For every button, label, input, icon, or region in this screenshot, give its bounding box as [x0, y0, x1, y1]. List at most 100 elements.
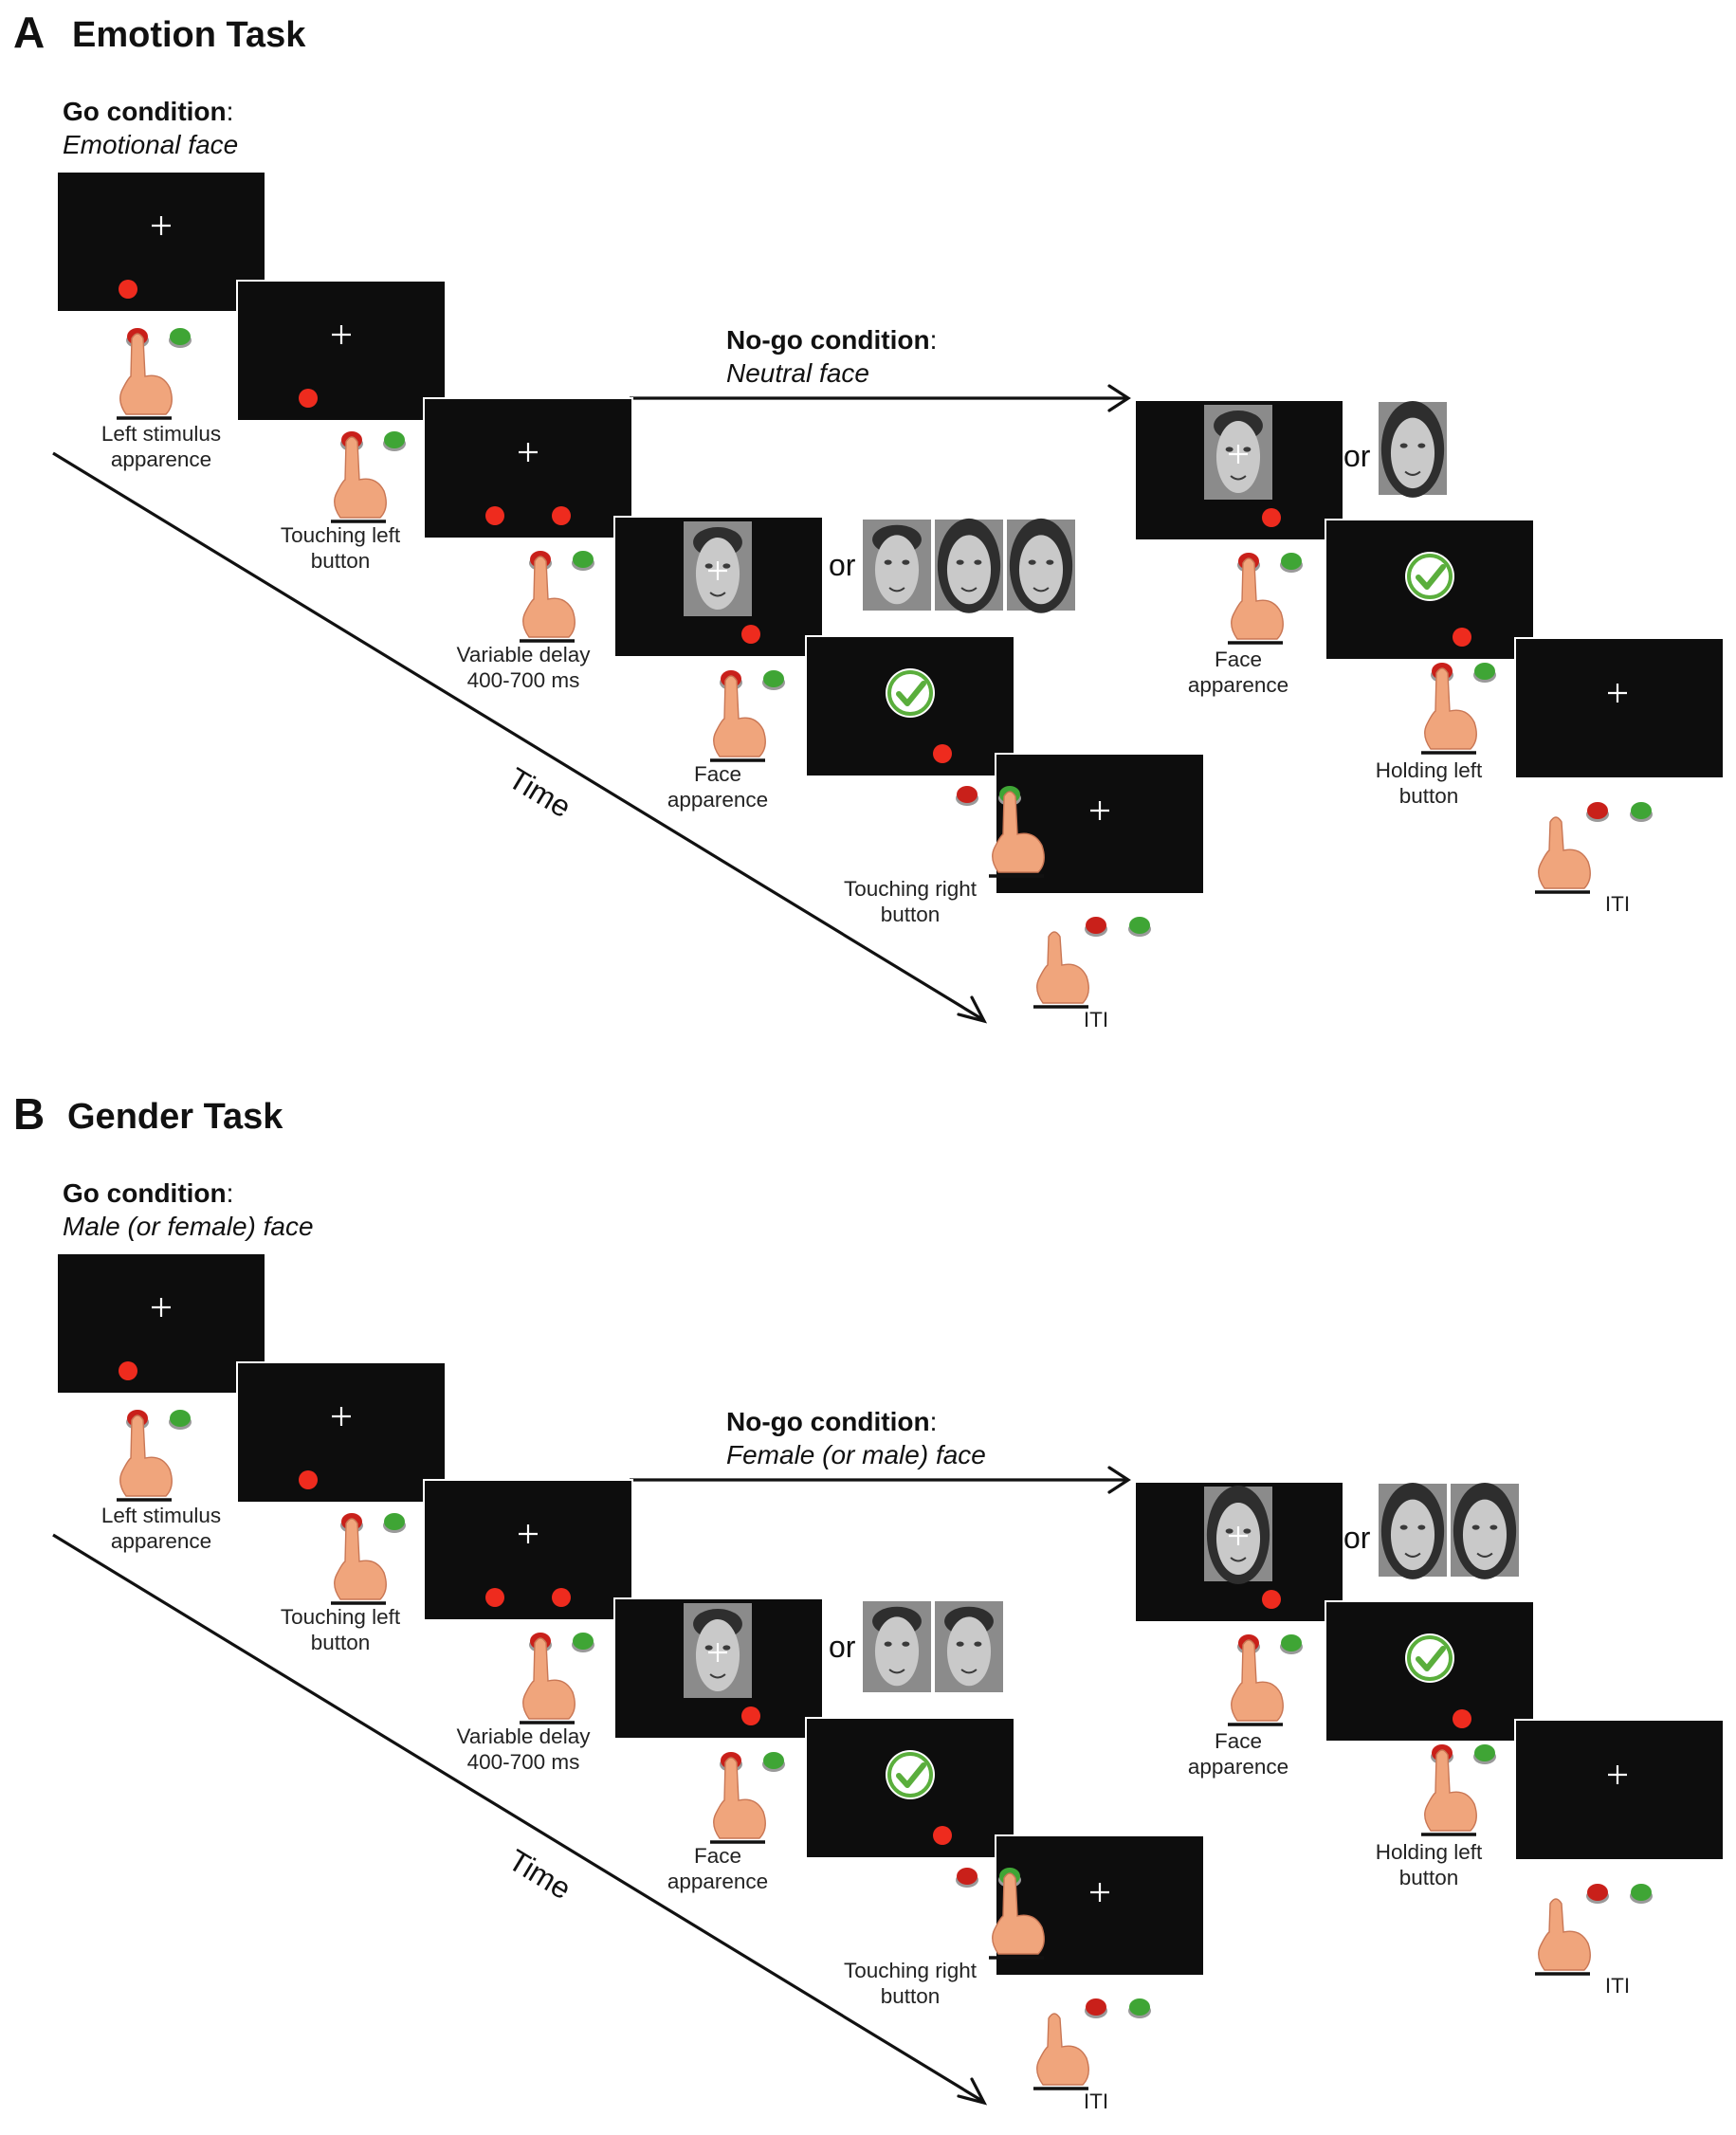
pointing-hand-icon	[1036, 2013, 1089, 2086]
stimulus-dot	[933, 1826, 952, 1845]
nogo-condition-label: No-go condition	[726, 1407, 930, 1436]
face-mouth	[1230, 1557, 1247, 1562]
face-eye	[1489, 1524, 1498, 1530]
green-button-icon	[1281, 553, 1302, 570]
green-button-icon	[1631, 802, 1652, 819]
or-label: or	[1343, 439, 1371, 473]
checkmark-icon	[1416, 1646, 1446, 1671]
nogo-screen-1	[1134, 1481, 1344, 1623]
face-eye	[974, 1641, 982, 1647]
go-screen-5	[805, 1717, 1015, 1859]
pointing-hand-icon	[119, 333, 173, 415]
green-button-icon	[763, 1752, 784, 1769]
green-button-icon	[384, 1513, 405, 1530]
face-mouth	[888, 1669, 905, 1674]
stimulus-dot	[485, 506, 504, 525]
go-screen-4	[613, 1597, 824, 1740]
stimulus-dot	[1453, 1709, 1471, 1728]
time-arrow-line	[52, 1533, 983, 2103]
check-ring	[887, 1752, 933, 1797]
step-label-s6: ITI	[1084, 2089, 1108, 2113]
check-badge-icon	[886, 668, 935, 718]
check-ring	[887, 670, 933, 716]
go-condition-heading: Go condition:	[63, 1178, 233, 1208]
go-condition-subtitle: Emotional face	[63, 130, 238, 159]
step-label-n3: ITI	[1605, 1974, 1630, 1998]
go-condition-label: Go condition	[63, 97, 227, 126]
stimulus-dot	[119, 280, 137, 299]
step-label-n1: apparence	[1188, 1755, 1288, 1779]
face-eye	[704, 563, 713, 569]
pointing-hand-icon	[522, 1637, 576, 1720]
face-eye	[956, 559, 964, 565]
nogo-hand-2	[1421, 663, 1496, 755]
panel-letter: B	[13, 1089, 45, 1139]
face-eye	[1225, 1528, 1233, 1534]
checkmark-icon	[1416, 564, 1446, 590]
face-mouth	[960, 587, 978, 593]
pointing-hand-icon	[992, 1872, 1045, 1955]
go-hand-2	[331, 431, 406, 523]
step-label-n1: Face	[1215, 1729, 1262, 1753]
go-screen-1	[56, 171, 266, 313]
face-eye	[1028, 559, 1036, 565]
red-button-icon	[957, 786, 978, 803]
go-alt-face-1	[863, 1601, 931, 1692]
step-label-s5: button	[881, 1984, 941, 2008]
or-label: or	[1343, 1521, 1371, 1555]
face-eye	[704, 1645, 713, 1651]
go-alt-face-2	[935, 1601, 1003, 1692]
step-label-s4: apparence	[667, 788, 768, 812]
screen-frame	[56, 171, 266, 313]
stimulus-dot	[299, 1470, 318, 1489]
go-screen-2	[236, 1361, 447, 1504]
pointing-hand-icon	[334, 1518, 387, 1600]
face-eye	[884, 1641, 892, 1647]
check-badge-icon	[886, 1750, 935, 1799]
screen-frame	[995, 753, 1205, 895]
step-label-s3: Variable delay	[457, 1724, 592, 1748]
green-button-icon	[1281, 1634, 1302, 1651]
face-skin	[1462, 1499, 1508, 1571]
go-screen-4	[613, 516, 824, 658]
green-button-icon	[384, 431, 405, 448]
go-condition-subtitle: Male (or female) face	[63, 1212, 314, 1241]
pointing-hand-icon	[1424, 1749, 1477, 1832]
face-skin	[874, 1616, 920, 1687]
or-label: or	[829, 1630, 856, 1664]
green-button-icon	[763, 670, 784, 687]
stimulus-dot	[485, 1588, 504, 1607]
check-badge-icon	[1405, 1633, 1454, 1683]
step-label-s5: button	[881, 903, 941, 926]
go-hand-6	[1033, 917, 1151, 1009]
checkmark-icon	[896, 681, 926, 706]
step-label-n2: button	[1399, 1866, 1459, 1889]
go-screen-5	[805, 635, 1015, 777]
green-button-icon	[1631, 1884, 1652, 1901]
green-button-icon	[170, 328, 191, 345]
pointing-hand-icon	[1036, 931, 1089, 1004]
time-label: Time	[503, 1843, 576, 1907]
go-condition-heading: Go condition:	[63, 97, 233, 126]
step-label-s2: button	[311, 549, 371, 573]
step-label-s2: Touching left	[281, 1605, 401, 1629]
face-eye	[1243, 447, 1252, 452]
pointing-hand-icon	[713, 675, 766, 757]
stimulus-dot	[1453, 628, 1471, 647]
go-alt-face-3	[1007, 518, 1075, 613]
nogo-screen-3	[1514, 637, 1725, 779]
face-mouth	[1404, 470, 1421, 476]
step-label-n3: ITI	[1605, 892, 1630, 916]
go-hand-5	[956, 1868, 1045, 1960]
nogo-condition-heading: No-go condition:	[726, 1407, 937, 1436]
check-ring	[1407, 554, 1453, 599]
panel-letter: A	[13, 8, 45, 57]
face-eye	[1471, 1524, 1480, 1530]
face-skin	[1390, 1499, 1435, 1571]
face-mouth	[1230, 475, 1247, 481]
stimulus-dot	[552, 506, 571, 525]
nogo-alt-face-1	[1379, 400, 1447, 498]
screen-frame	[423, 397, 633, 539]
nogo-condition-subtitle: Female (or male) face	[726, 1440, 986, 1469]
time-label: Time	[503, 761, 576, 825]
